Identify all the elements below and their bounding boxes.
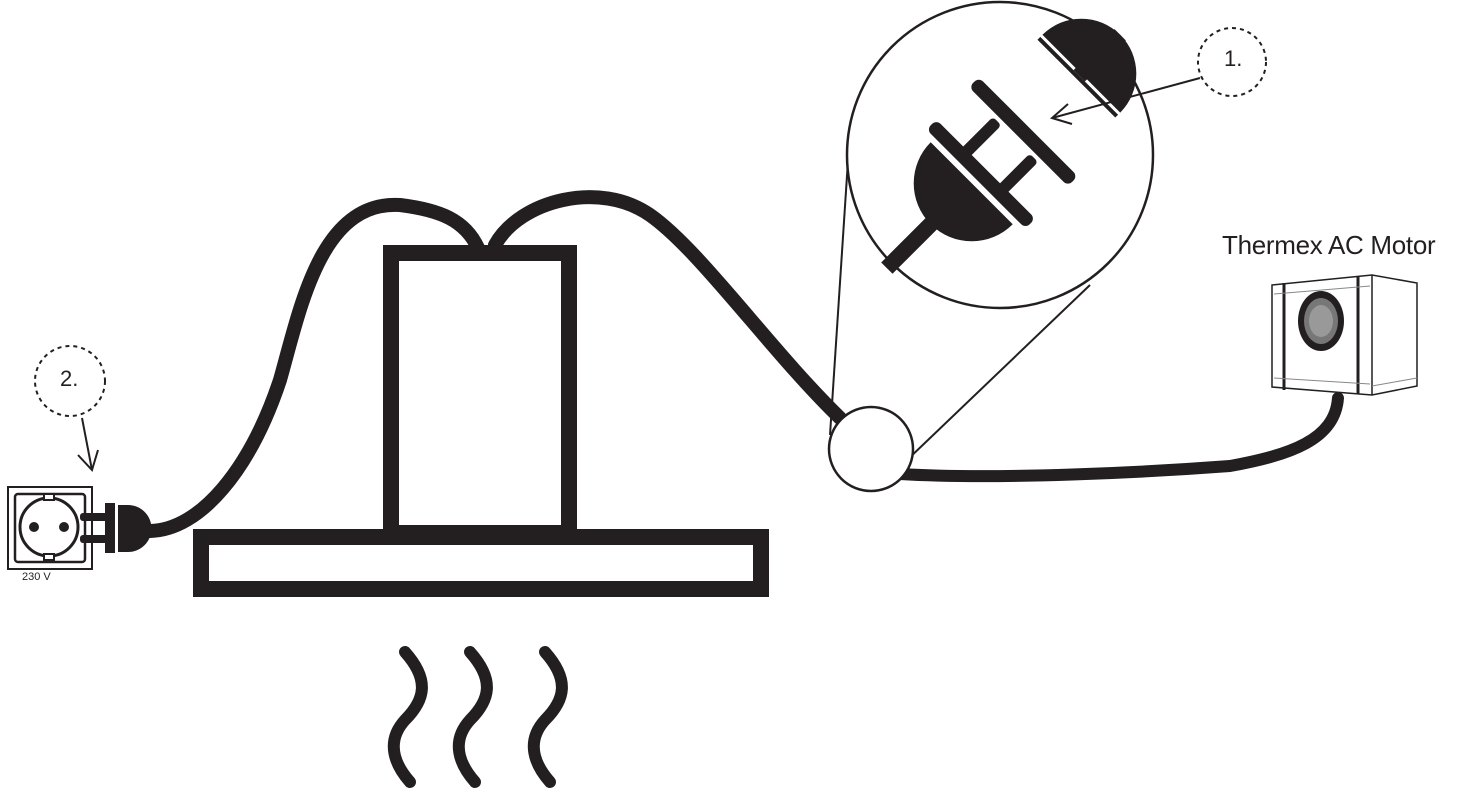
callout-2-circle bbox=[34, 345, 106, 417]
plug-connector-icon bbox=[881, 18, 1137, 274]
callout-2-arrow bbox=[81, 417, 93, 471]
plug-icon bbox=[80, 503, 152, 553]
power-cable bbox=[143, 197, 485, 538]
callout-1-label: 1. bbox=[1224, 46, 1243, 71]
motor-cable bbox=[488, 190, 847, 425]
callout-1-arrow bbox=[1051, 77, 1201, 119]
connector-circle bbox=[827, 405, 915, 493]
callout-1-circle bbox=[1197, 27, 1267, 97]
steam-icon bbox=[387, 646, 568, 788]
magnifier-line-left bbox=[829, 129, 851, 436]
hood-canopy bbox=[193, 529, 769, 597]
socket-voltage-label: 230 V bbox=[22, 571, 51, 583]
motor-feed-cable bbox=[894, 392, 1344, 483]
callout-2-label: 2. bbox=[60, 366, 79, 391]
motor-box-icon bbox=[1271, 274, 1418, 396]
motor-label: Thermex AC Motor bbox=[1222, 230, 1436, 260]
callout-1-arrowhead bbox=[1049, 103, 1073, 125]
hood-chimney bbox=[383, 245, 577, 541]
wall-socket-icon bbox=[7, 486, 93, 570]
callout-2-arrowhead bbox=[77, 449, 99, 472]
magnifier-line-right bbox=[904, 284, 1091, 463]
